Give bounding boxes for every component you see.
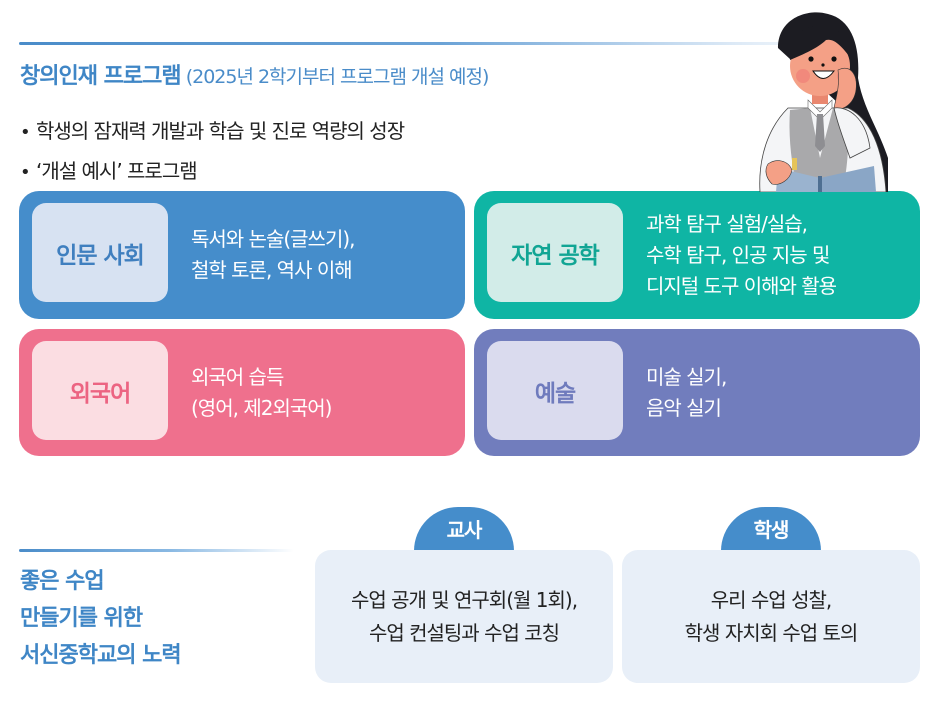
description-line: (영어, 제2외국어) [191,395,332,420]
program-description: 독서와 논술(글쓰기), 철학 토론, 역사 이해 [191,191,356,319]
bullet-text: ‘개설 예시’ 프로그램 [36,159,198,183]
student-effort-card: 우리 수업 성찰, 학생 자치회 수업 토의 [622,550,920,683]
bullet-list: •학생의 잠재력 개발과 학습 및 진로 역량의 성장 •‘개설 예시’ 프로그… [20,112,405,192]
effort-title-line: 만들기를 위한 [20,606,143,631]
card-line: 수업 컨설팅과 수업 코칭 [368,620,560,645]
effort-title-line: 좋은 수업 [20,569,105,594]
bullet-dot-icon: • [20,162,31,183]
program-description: 외국어 습득 (영어, 제2외국어) [191,329,332,456]
card-line: 우리 수업 성찰, [710,587,832,612]
program-description: 과학 탐구 실험/실습, 수학 탐구, 인공 지능 및 디지털 도구 이해와 활… [646,191,837,319]
section-title: 창의인재 프로그램 (2025년 2학기부터 프로그램 개설 예정) [20,58,490,90]
program-description: 미술 실기, 음악 실기 [646,329,727,456]
description-line: 철학 토론, 역사 이해 [191,258,353,282]
effort-title-line: 서신중학교의 노력 [20,643,182,668]
program-label: 인문 사회 [32,203,168,302]
bullet-text: 학생의 잠재력 개발과 학습 및 진로 역량의 성장 [36,119,405,143]
bottom-divider [19,549,294,552]
description-line: 외국어 습득 [191,364,284,389]
program-label: 예술 [487,341,623,440]
program-label: 자연 공학 [487,203,623,302]
program-card-foreign-language: 외국어 외국어 습득 (영어, 제2외국어) [19,329,465,456]
teacher-tab-label: 교사 [414,507,514,551]
description-line: 디지털 도구 이해와 활용 [646,273,837,298]
program-card-arts: 예술 미술 실기, 음악 실기 [474,329,920,456]
student-tab-label: 학생 [721,507,821,551]
bullet-item: •학생의 잠재력 개발과 학습 및 진로 역량의 성장 [20,112,405,152]
program-title: 창의인재 프로그램 [20,64,182,89]
bullet-item: •‘개설 예시’ 프로그램 [20,152,404,192]
student-reading-book-illustration [759,12,888,192]
card-line: 학생 자치회 수업 토의 [684,620,859,645]
card-line: 수업 공개 및 연구회(월 1회), [350,587,578,612]
effort-section-title: 좋은 수업 만들기를 위한 서신중학교의 노력 [20,563,182,674]
teacher-effort-card: 수업 공개 및 연구회(월 1회), 수업 컨설팅과 수업 코칭 [315,550,613,683]
description-line: 독서와 논술(글쓰기), [191,227,356,251]
description-line: 음악 실기 [646,395,722,420]
program-label: 외국어 [32,341,168,440]
program-card-science-engineering: 자연 공학 과학 탐구 실험/실습, 수학 탐구, 인공 지능 및 디지털 도구… [474,191,920,319]
bullet-dot-icon: • [20,122,31,143]
program-card-humanities: 인문 사회 독서와 논술(글쓰기), 철학 토론, 역사 이해 [19,191,465,319]
description-line: 미술 실기, [646,364,727,389]
description-line: 과학 탐구 실험/실습, [646,211,808,236]
program-subtitle: (2025년 2학기부터 프로그램 개설 예정) [185,66,490,88]
description-line: 수학 탐구, 인공 지능 및 [646,242,830,267]
top-divider [19,42,859,45]
